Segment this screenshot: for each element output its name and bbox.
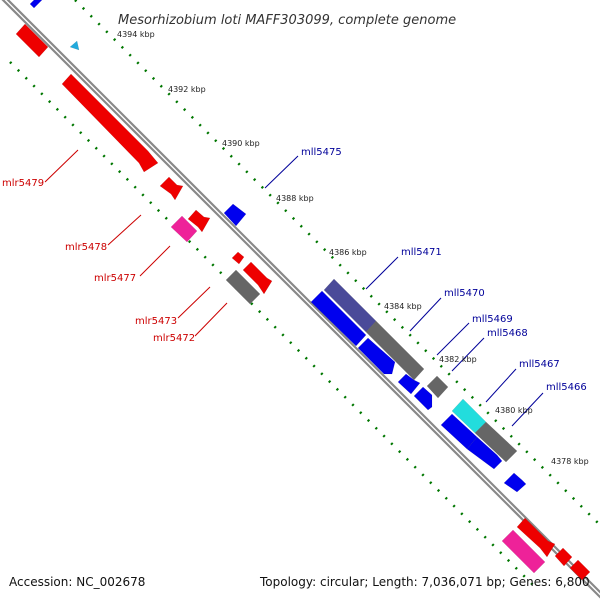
connector-mll5469 — [436, 322, 470, 356]
scale-ticks: 4394 kbp 4392 kbp 4390 kbp 4388 kbp 4386… — [117, 30, 589, 466]
gene-block-bottom[interactable] — [501, 529, 546, 574]
tick-label: 4378 kbp — [551, 457, 589, 466]
tick-label: 4384 kbp — [384, 302, 422, 311]
label-connectors — [44, 149, 544, 427]
gene-label[interactable]: mlr5473 — [135, 316, 177, 327]
gene-block-mll5470[interactable] — [365, 320, 425, 381]
forward-strand-genes — [15, 23, 591, 581]
connector-mll5470 — [409, 297, 442, 332]
gene-block-mll5471-a[interactable] — [310, 290, 367, 347]
gene-label[interactable]: mll5470 — [444, 288, 485, 299]
gene-block-mll5466[interactable] — [474, 421, 518, 463]
connector-mlr5472 — [194, 302, 228, 337]
gene-arrow-top-left[interactable] — [15, 23, 49, 58]
tick-label: 4390 kbp — [222, 139, 260, 148]
accession-text: Accession: NC_002678 — [9, 575, 145, 589]
gene-arrow-mlr5478[interactable] — [159, 176, 184, 201]
tick-label: 4392 kbp — [168, 85, 206, 94]
gene-arrow-mll5475[interactable] — [223, 203, 247, 227]
ruler-lines — [9, 0, 600, 591]
gene-arrow-top-edge[interactable] — [29, 0, 43, 9]
gene-arrow-mlr5479[interactable] — [61, 73, 159, 173]
tick-label: 4394 kbp — [117, 30, 155, 39]
tick-label: 4388 kbp — [276, 194, 314, 203]
gene-label[interactable]: mlr5472 — [153, 333, 195, 344]
gene-arrow-mlr5477b[interactable] — [187, 209, 211, 233]
gene-label[interactable]: mlr5478 — [65, 242, 107, 253]
reverse-strand-genes — [29, 0, 527, 493]
ruler-line-inner — [9, 61, 539, 591]
gene-small-mlr5473[interactable] — [231, 251, 245, 265]
gene-marker-top[interactable] — [69, 40, 80, 51]
topology-text: Topology: circular; Length: 7,036,071 bp… — [259, 575, 590, 589]
connector-mlr5479 — [44, 149, 79, 183]
gene-label[interactable]: mll5475 — [301, 147, 342, 158]
gene-arrow-bottom-c[interactable] — [569, 559, 591, 581]
connector-mlr5477 — [139, 245, 171, 277]
gene-label[interactable]: mll5467 — [519, 359, 560, 370]
gene-labels-left: mlr5479 mlr5478 mlr5477 mlr5473 mlr5472 — [2, 178, 195, 344]
connector-mlr5478 — [107, 214, 142, 246]
gene-label[interactable]: mll5469 — [472, 314, 513, 325]
connector-mll5471 — [365, 256, 399, 290]
gene-arrow-mll5468[interactable] — [466, 436, 503, 470]
tick-label: 4380 kbp — [495, 406, 533, 415]
tick-label: 4382 kbp — [439, 355, 477, 364]
gene-arrow-bottom-b[interactable] — [554, 547, 573, 567]
gene-arrow-mll5470-b[interactable] — [397, 373, 421, 395]
connector-mll5466 — [511, 392, 544, 427]
gene-label[interactable]: mll5471 — [401, 247, 442, 258]
gene-label[interactable]: mlr5477 — [94, 273, 136, 284]
connector-mlr5473 — [177, 286, 211, 319]
tick-label: 4386 kbp — [329, 248, 367, 257]
gene-block-mlr5472[interactable] — [225, 269, 261, 305]
gene-arrow-bottom-a[interactable] — [516, 517, 556, 558]
gene-label[interactable]: mll5468 — [487, 328, 528, 339]
connector-mll5467 — [485, 368, 517, 403]
gene-label[interactable]: mlr5479 — [2, 178, 44, 189]
gene-arrow-mll5466[interactable] — [503, 472, 527, 493]
gene-labels-right: mll5475 mll5471 mll5470 mll5469 mll5468 … — [301, 147, 587, 393]
gene-label[interactable]: mll5466 — [546, 382, 587, 393]
gene-arrow-mlr5473[interactable] — [242, 261, 273, 295]
gene-block-mlr5477[interactable] — [170, 215, 198, 243]
map-title: Mesorhizobium loti MAFF303099, complete … — [118, 13, 456, 28]
gene-block-mll5470-a[interactable] — [357, 337, 396, 375]
gene-arrow-mll5469[interactable] — [413, 386, 433, 411]
gene-block-mll5469[interactable] — [426, 375, 449, 399]
connector-mll5475 — [264, 155, 299, 189]
connector-mll5468 — [451, 337, 485, 372]
